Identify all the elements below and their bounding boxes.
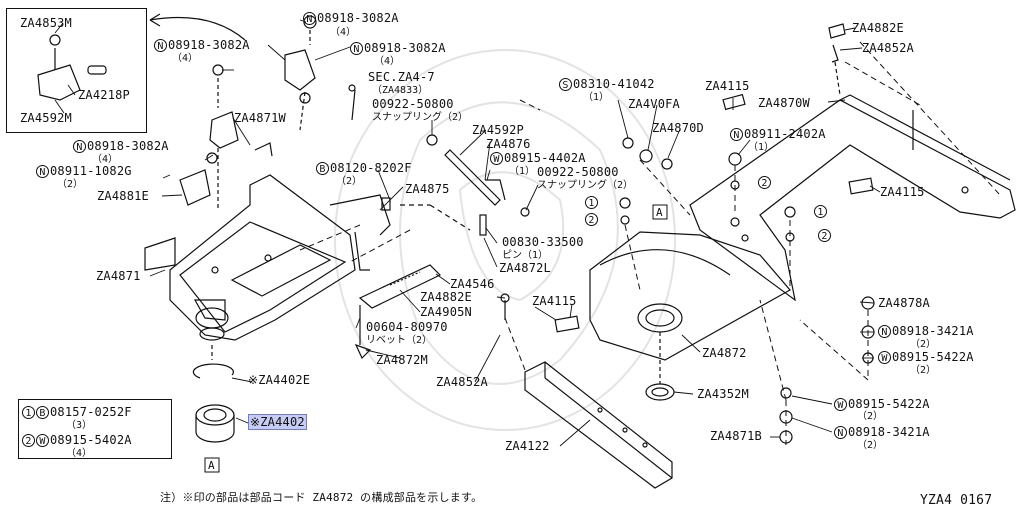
callout-qty: （2）: [910, 365, 937, 376]
callout-za4882e-mid: ZA4882E: [420, 290, 472, 304]
inset-label-za4853m: ZA4853M: [20, 16, 72, 30]
legend-qty-2: （4）: [66, 448, 93, 459]
frame-za4870w: [689, 23, 1016, 302]
marker-1-left: 1: [585, 196, 599, 209]
footnote: 注）※印の部品は部品コード ZA4872 の構成部品を示します。: [160, 491, 483, 504]
callout-za4122: ZA4122: [505, 439, 550, 453]
callout-za4870w: ZA4870W: [758, 96, 810, 110]
callout-za4878a: ZA4878A: [878, 296, 930, 310]
callout-za4115-top: ZA4115: [705, 79, 750, 93]
inset-label-za4218p: ZA4218P: [78, 88, 130, 102]
callout-qty: （1）: [509, 166, 536, 177]
callout-qty: （2）: [857, 440, 884, 451]
inset-frame: [6, 8, 147, 133]
marker-2-right: 2: [818, 229, 832, 242]
callout-00604-80970: 00604-80970: [366, 320, 448, 334]
callout-za4592p: ZA4592P: [472, 123, 524, 137]
callout-za4115-mid: ZA4115: [532, 294, 577, 308]
callout-qty: （1）: [583, 92, 610, 103]
callout-za4905n: ZA4905N: [420, 305, 472, 319]
callout-qty: （4）: [330, 27, 357, 38]
callout-sub: スナップリング（2）: [537, 180, 634, 191]
legend-box: [18, 399, 172, 459]
callout-za4546: ZA4546: [450, 277, 495, 291]
callout-za4875: ZA4875: [405, 182, 450, 196]
ref-a-upper: A: [656, 206, 663, 219]
callout-00922-50800-right: 00922-50800: [537, 165, 619, 179]
inset-label-za4592m: ZA4592M: [20, 111, 72, 125]
callout-za4v0fa: ZA4V0FA: [628, 97, 680, 111]
bearing-parts: [192, 363, 235, 473]
inset-parts: [37, 34, 107, 101]
callout-za4402-highlighted: ※ZA4402: [248, 414, 307, 430]
callout-qty: （2）: [910, 339, 937, 350]
callout-sub: リベット（2）: [366, 335, 433, 346]
dashed-leaders: [299, 41, 1001, 445]
callout-qty: （ZA4833）: [372, 85, 429, 96]
marker-2-top: 2: [758, 176, 772, 189]
linkage-parts: [354, 134, 530, 360]
callout-za4871b: ZA4871B: [710, 429, 762, 443]
callout-za4871w: ZA4871W: [234, 111, 286, 125]
main-frame: [144, 174, 391, 360]
marker-2-left: 2: [585, 213, 599, 226]
callout-sub: スナップリング（2）: [372, 112, 469, 123]
callout-za4876: ZA4876: [486, 137, 531, 151]
marker-1-right: 1: [814, 205, 828, 218]
callout-sec-za4-7: SEC.ZA4-7: [368, 70, 435, 84]
callout-za4872m: ZA4872M: [376, 353, 428, 367]
callout-za4352m: ZA4352M: [697, 387, 749, 401]
callout-za4872: ZA4872: [702, 346, 747, 360]
callout-za4872l: ZA4872L: [499, 261, 551, 275]
callout-qty: （4）: [92, 154, 119, 165]
rail-za4122: [524, 361, 673, 489]
callout-00922-50800-left: 00922-50800: [372, 97, 454, 111]
inset-arrow: [149, 16, 246, 41]
ref-a-lower: A: [208, 459, 215, 472]
callout-qty: （4）: [172, 53, 199, 64]
callout-za4870d: ZA4870D: [652, 121, 704, 135]
callout-qty: （1）: [748, 142, 775, 153]
callout-za4882e-right: ZA4882E: [852, 21, 904, 35]
watermark: [334, 49, 676, 431]
leader-lines: [54, 19, 881, 447]
callout-qty: （2）: [336, 176, 363, 187]
plate-za4872: [589, 204, 791, 401]
callout-za4871: ZA4871: [96, 269, 141, 283]
callout-qty: （2）: [857, 411, 884, 422]
callout-za4852a-mid: ZA4852A: [436, 375, 488, 389]
callout-za4852a-right: ZA4852A: [862, 41, 914, 55]
callout-za4881e: ZA4881E: [97, 189, 149, 203]
callout-za4402e: ※ZA4402E: [248, 373, 311, 387]
callout-za4115-right: ZA4115: [880, 185, 925, 199]
callout-sub: ピン（1）: [502, 250, 549, 261]
callout-qty: （4）: [374, 56, 401, 67]
diagram-code: YZA4 0167: [920, 493, 993, 508]
upper-brackets: [179, 15, 356, 210]
callout-qty: （2）: [57, 179, 84, 190]
callout-00830-33500: 00830-33500: [502, 235, 584, 249]
legend-qty-1: （3）: [66, 420, 93, 431]
